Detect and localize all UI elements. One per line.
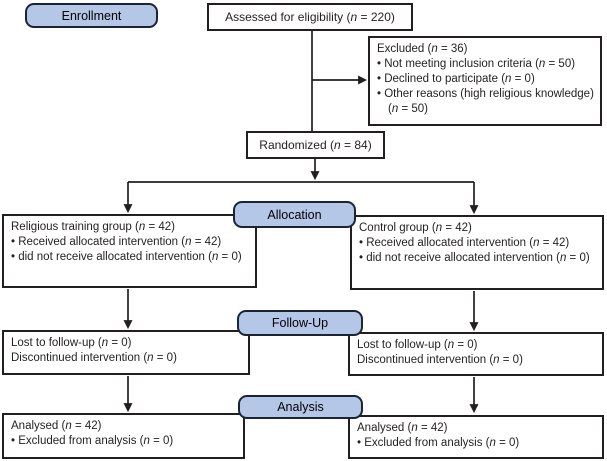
- followup-stage-badge: Follow-Up: [237, 310, 363, 336]
- randomized-text: Randomized (n = 84): [259, 137, 372, 152]
- right-followup-box: Lost to follow-up (n = 0) Discontinued i…: [348, 332, 604, 376]
- left-followup-line: Discontinued intervention (n = 0): [11, 352, 177, 364]
- control-group-box: Control group (n = 42) Received allocate…: [350, 215, 604, 290]
- assessed-for-eligibility-text: Assessed for eligibility (n = 220): [225, 9, 395, 24]
- enrollment-stage-badge: Enrollment: [25, 3, 158, 28]
- left-followup-box: Lost to follow-up (n = 0) Discontinued i…: [2, 330, 250, 375]
- right-analysis-bullet: Excluded from analysis (n = 0): [357, 436, 598, 451]
- religious-training-group-box: Religious training group (n = 42) Receiv…: [2, 214, 257, 288]
- religious-training-group-bullet: did not receive allocated intervention (…: [11, 250, 251, 265]
- left-analysis-title: Analysed (n = 42): [11, 420, 102, 432]
- religious-training-group-title: Religious training group (n = 42): [11, 221, 175, 233]
- excluded-bullet: Other reasons (high religious knowledge)…: [377, 87, 596, 117]
- excluded-title: Excluded (n = 36): [377, 43, 468, 55]
- control-group-bullet: Received allocated intervention (n = 42): [359, 236, 598, 251]
- right-analysis-box: Analysed (n = 42) Excluded from analysis…: [348, 415, 604, 459]
- left-followup-line: Lost to follow-up (n = 0): [11, 337, 132, 349]
- excluded-bullet: Not meeting inclusion criteria (n = 50): [377, 57, 596, 72]
- right-analysis-title: Analysed (n = 42): [357, 422, 448, 434]
- right-followup-line: Discontinued intervention (n = 0): [357, 354, 523, 366]
- left-analysis-bullet: Excluded from analysis (n = 0): [11, 434, 239, 449]
- excluded-box: Excluded (n = 36) Not meeting inclusion …: [368, 36, 602, 126]
- control-group-title: Control group (n = 42): [359, 222, 472, 234]
- excluded-bullet: Declined to participate (n = 0): [377, 72, 596, 87]
- religious-training-group-bullet: Received allocated intervention (n = 42): [11, 235, 251, 250]
- randomized-box: Randomized (n = 84): [246, 131, 385, 159]
- analysis-stage-badge: Analysis: [238, 395, 363, 419]
- right-followup-line: Lost to follow-up (n = 0): [357, 339, 478, 351]
- control-group-bullet: did not receive allocated intervention (…: [359, 251, 598, 266]
- assessed-for-eligibility-box: Assessed for eligibility (n = 220): [207, 3, 413, 31]
- allocation-stage-badge: Allocation: [233, 201, 356, 228]
- left-analysis-box: Analysed (n = 42) Excluded from analysis…: [2, 413, 245, 459]
